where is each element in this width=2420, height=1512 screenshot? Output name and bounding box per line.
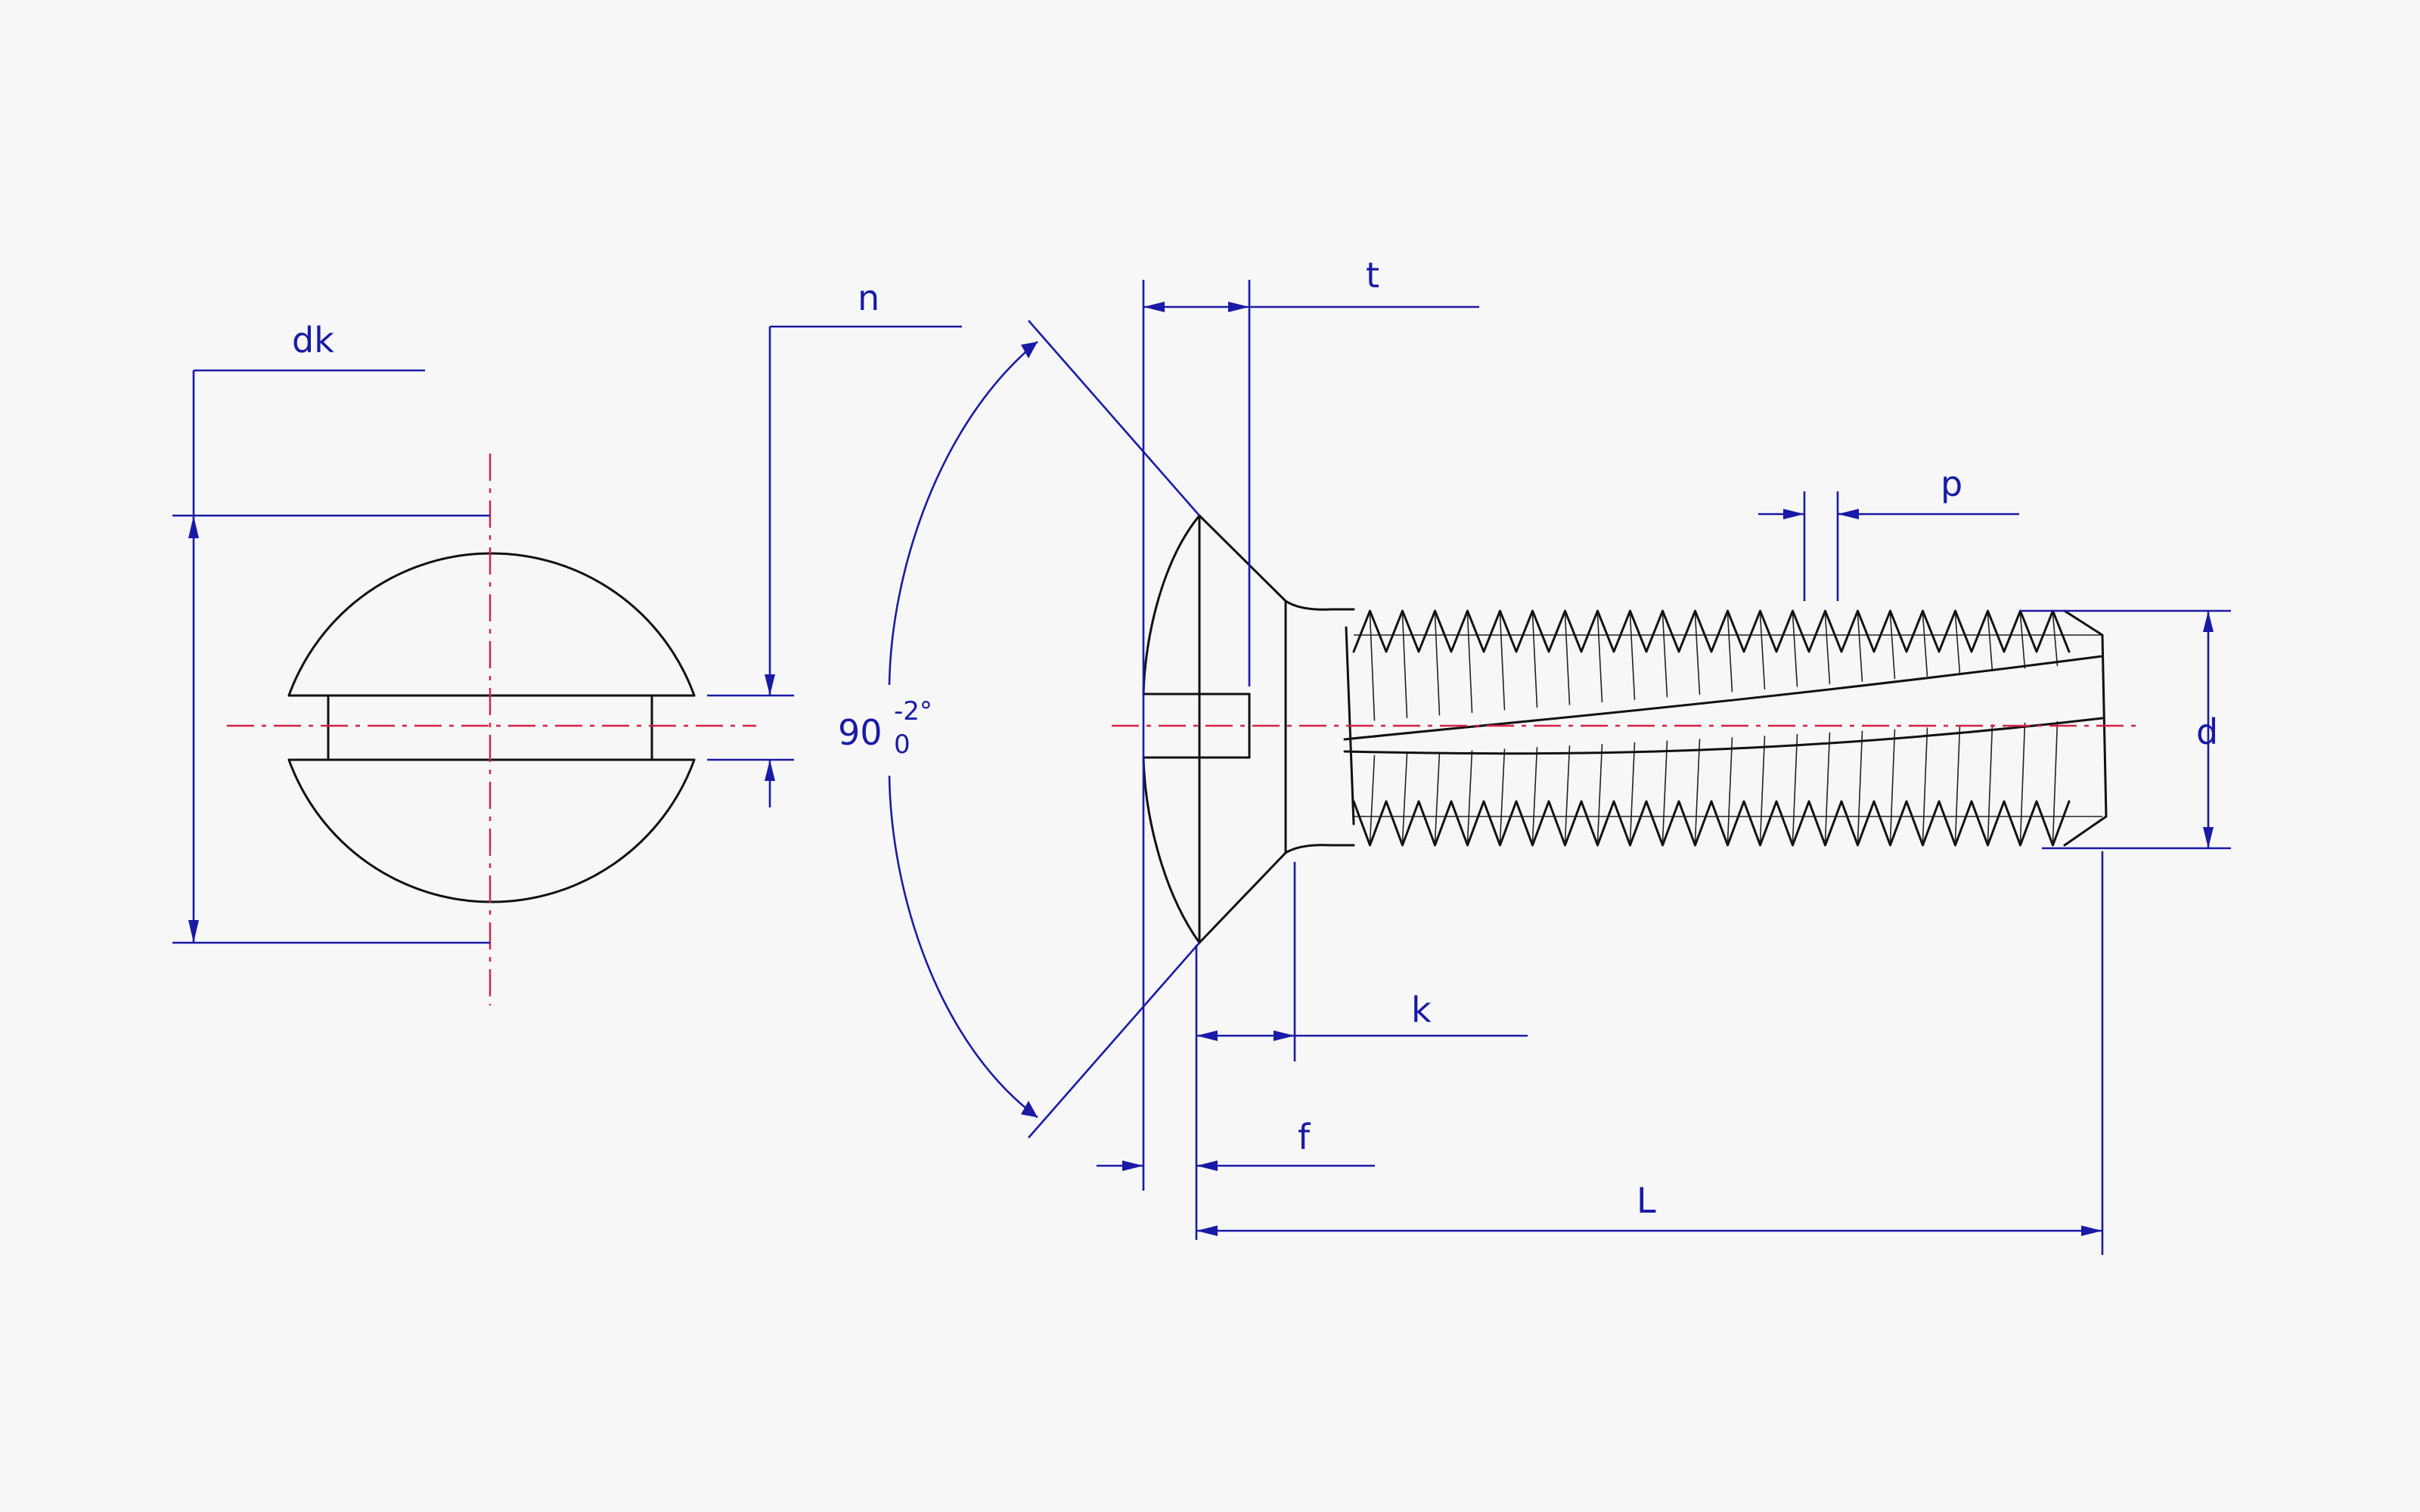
d-dimension: d: [2019, 609, 2231, 850]
thread-flank-line-18: [1954, 613, 1961, 674]
head-circle-upper: [287, 552, 696, 697]
thread-end-chamfer: [2063, 609, 2108, 847]
d-label: d: [2196, 711, 2218, 752]
thread-helix-upper: [1343, 655, 2104, 741]
thread-flank-line-8: [1629, 613, 1636, 700]
thread-flank-line-bottom-21: [2052, 720, 2059, 843]
thread-flank-line-6: [1564, 613, 1571, 705]
thread-flank-line-bottom-11: [1727, 737, 1733, 843]
p-label: p: [1941, 463, 1962, 504]
thread-flank-line-4: [1499, 613, 1506, 711]
thread-flank-line-14: [1824, 613, 1831, 685]
dk-dimension: dk: [172, 320, 490, 944]
f-dimension: f: [1097, 1117, 1375, 1171]
head-end-view: [287, 552, 696, 903]
dk-label: dk: [292, 320, 334, 361]
t-dimension: t: [1142, 255, 1479, 1191]
thread-helix-lower: [1343, 717, 2104, 755]
countersink-cone-upper: [1198, 514, 1355, 611]
p-dimension: p: [1758, 463, 2019, 601]
thread-flank-line-bottom-2: [1434, 751, 1441, 843]
thread-flank-line-21: [2052, 613, 2059, 667]
thread-flank-line-bottom-1: [1401, 753, 1408, 843]
thread-flank-line-2: [1434, 613, 1441, 716]
k-dimension: k: [1195, 862, 1528, 1240]
thread-flank-line-bottom-13: [1792, 733, 1798, 843]
thread-flank-line-bottom-9: [1661, 740, 1668, 843]
thread-crest-line-bottom: [1352, 800, 2071, 847]
angle-tolerance-upper: -2°: [894, 696, 932, 727]
angle-dimension: 90 -2° 0: [838, 320, 1200, 1139]
thread-flank-line-19: [1987, 613, 1993, 671]
screw-side-view: [1142, 514, 2108, 944]
thread-flank-line-20: [2019, 613, 2026, 669]
thread-flank-line-13: [1792, 613, 1798, 687]
f-label: f: [1298, 1117, 1311, 1157]
t-label: t: [1366, 255, 1379, 296]
thread-flank-line-bottom-15: [1857, 730, 1863, 843]
thread-flank-line-12: [1759, 613, 1766, 690]
thread-flank-line-bottom-12: [1759, 736, 1766, 843]
thread-flank-line-7: [1596, 613, 1603, 703]
n-label: n: [858, 277, 880, 318]
head-dome-lower: [1142, 756, 1201, 944]
thread-flank-line-10: [1694, 613, 1701, 695]
k-label: k: [1411, 990, 1432, 1030]
thread-flank-line-bottom-7: [1596, 743, 1603, 843]
thread-crests-bottom: [1352, 800, 2071, 847]
head-circle-lower: [287, 758, 696, 903]
countersink-cone-lower: [1198, 844, 1355, 944]
thread-flank-line-bottom-5: [1531, 747, 1538, 843]
thread-flank-line-bottom-4: [1499, 748, 1506, 843]
thread-crests-top: [1352, 609, 2071, 653]
thread-flank-line-bottom-20: [2019, 722, 2026, 843]
thread-flank-line-bottom-18: [1954, 726, 1961, 843]
thread-flank-line-16: [1889, 613, 1896, 680]
L-label: L: [1637, 1180, 1656, 1221]
thread-flank-line-5: [1531, 613, 1538, 708]
thread-flank-line-bottom-10: [1694, 739, 1701, 843]
thread-flank-line-9: [1661, 613, 1668, 698]
thread-crest-line-top: [1352, 609, 2071, 653]
thread-flank-line-bottom-19: [1987, 724, 1993, 843]
thread-flank-line-bottom-16: [1889, 729, 1896, 843]
thread-flank-line-bottom-3: [1466, 750, 1473, 843]
thread-flank-lines: [1369, 613, 2059, 843]
head-dome: [1142, 514, 1201, 696]
thread-flank-line-17: [1922, 613, 1928, 677]
thread-flank-line-bottom-0: [1369, 754, 1376, 843]
thread-flank-line-1: [1401, 613, 1408, 718]
thread-flank-line-3: [1466, 613, 1473, 713]
thread-flank-line-0: [1369, 613, 1376, 721]
thread-flank-line-bottom-14: [1824, 732, 1831, 843]
angle-value-label: 90: [838, 712, 883, 753]
thread-flank-line-bottom-8: [1629, 742, 1636, 843]
angle-tolerance-lower: 0: [894, 730, 911, 760]
thread-flank-line-bottom-17: [1922, 727, 1928, 843]
thread-flank-line-bottom-6: [1564, 745, 1571, 843]
L-dimension: L: [1196, 851, 2104, 1255]
thread-flank-line-11: [1727, 613, 1733, 692]
n-dimension: n: [707, 277, 962, 807]
thread-flank-line-15: [1857, 613, 1863, 682]
